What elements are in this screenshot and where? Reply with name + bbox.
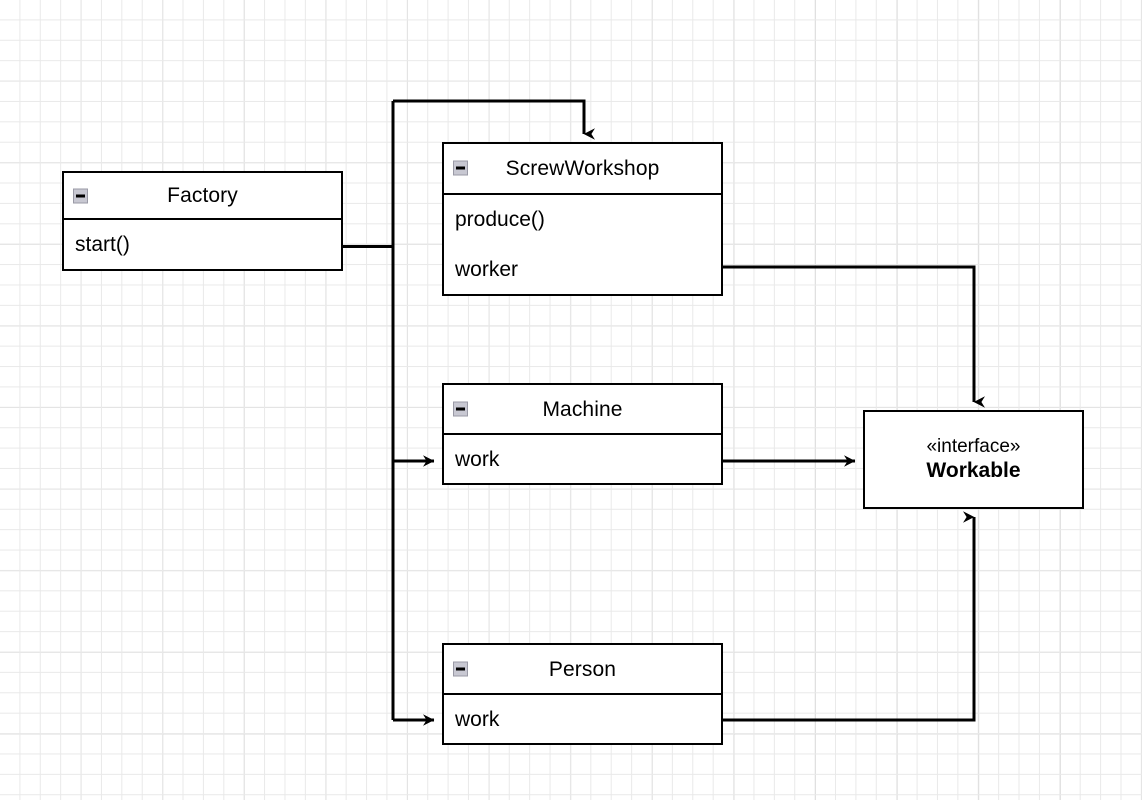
class-member-person-0: work	[455, 707, 500, 731]
class-box-machine[interactable]: Machine work	[442, 383, 723, 485]
class-box-screwworkshop[interactable]: ScrewWorkshop produce() worker	[442, 142, 723, 296]
class-member-screwworkshop-1: worker	[455, 257, 519, 281]
class-member-machine-0: work	[455, 447, 500, 471]
class-member-screwworkshop-0: produce()	[455, 208, 545, 231]
edge-person-workable	[723, 511, 976, 722]
class-name-screwworkshop: ScrewWorkshop	[505, 156, 660, 180]
class-name-machine: Machine	[542, 397, 623, 421]
interface-name-workable: Workable	[926, 459, 1021, 483]
class-header-person: Person	[444, 645, 721, 696]
class-name-person: Person	[548, 657, 617, 681]
minus-icon[interactable]	[453, 401, 468, 417]
edge-factory-screwworkshop	[393, 99, 595, 140]
class-box-factory[interactable]: Factory start()	[62, 171, 343, 271]
minus-icon[interactable]	[453, 661, 468, 677]
minus-icon[interactable]	[73, 188, 88, 204]
interface-stereotype: «interface»	[926, 435, 1021, 457]
class-box-person[interactable]: Person work	[442, 643, 723, 745]
class-header-screwworkshop: ScrewWorkshop	[444, 144, 721, 195]
class-header-machine: Machine	[444, 385, 721, 436]
edge-screwworkshop-workable	[723, 265, 985, 408]
class-name-factory: Factory	[167, 184, 238, 208]
minus-icon[interactable]	[453, 160, 468, 176]
class-member-factory-0: start()	[75, 233, 130, 257]
interface-box-workable[interactable]: «interface» Workable	[863, 410, 1084, 509]
class-header-factory: Factory	[64, 173, 341, 221]
